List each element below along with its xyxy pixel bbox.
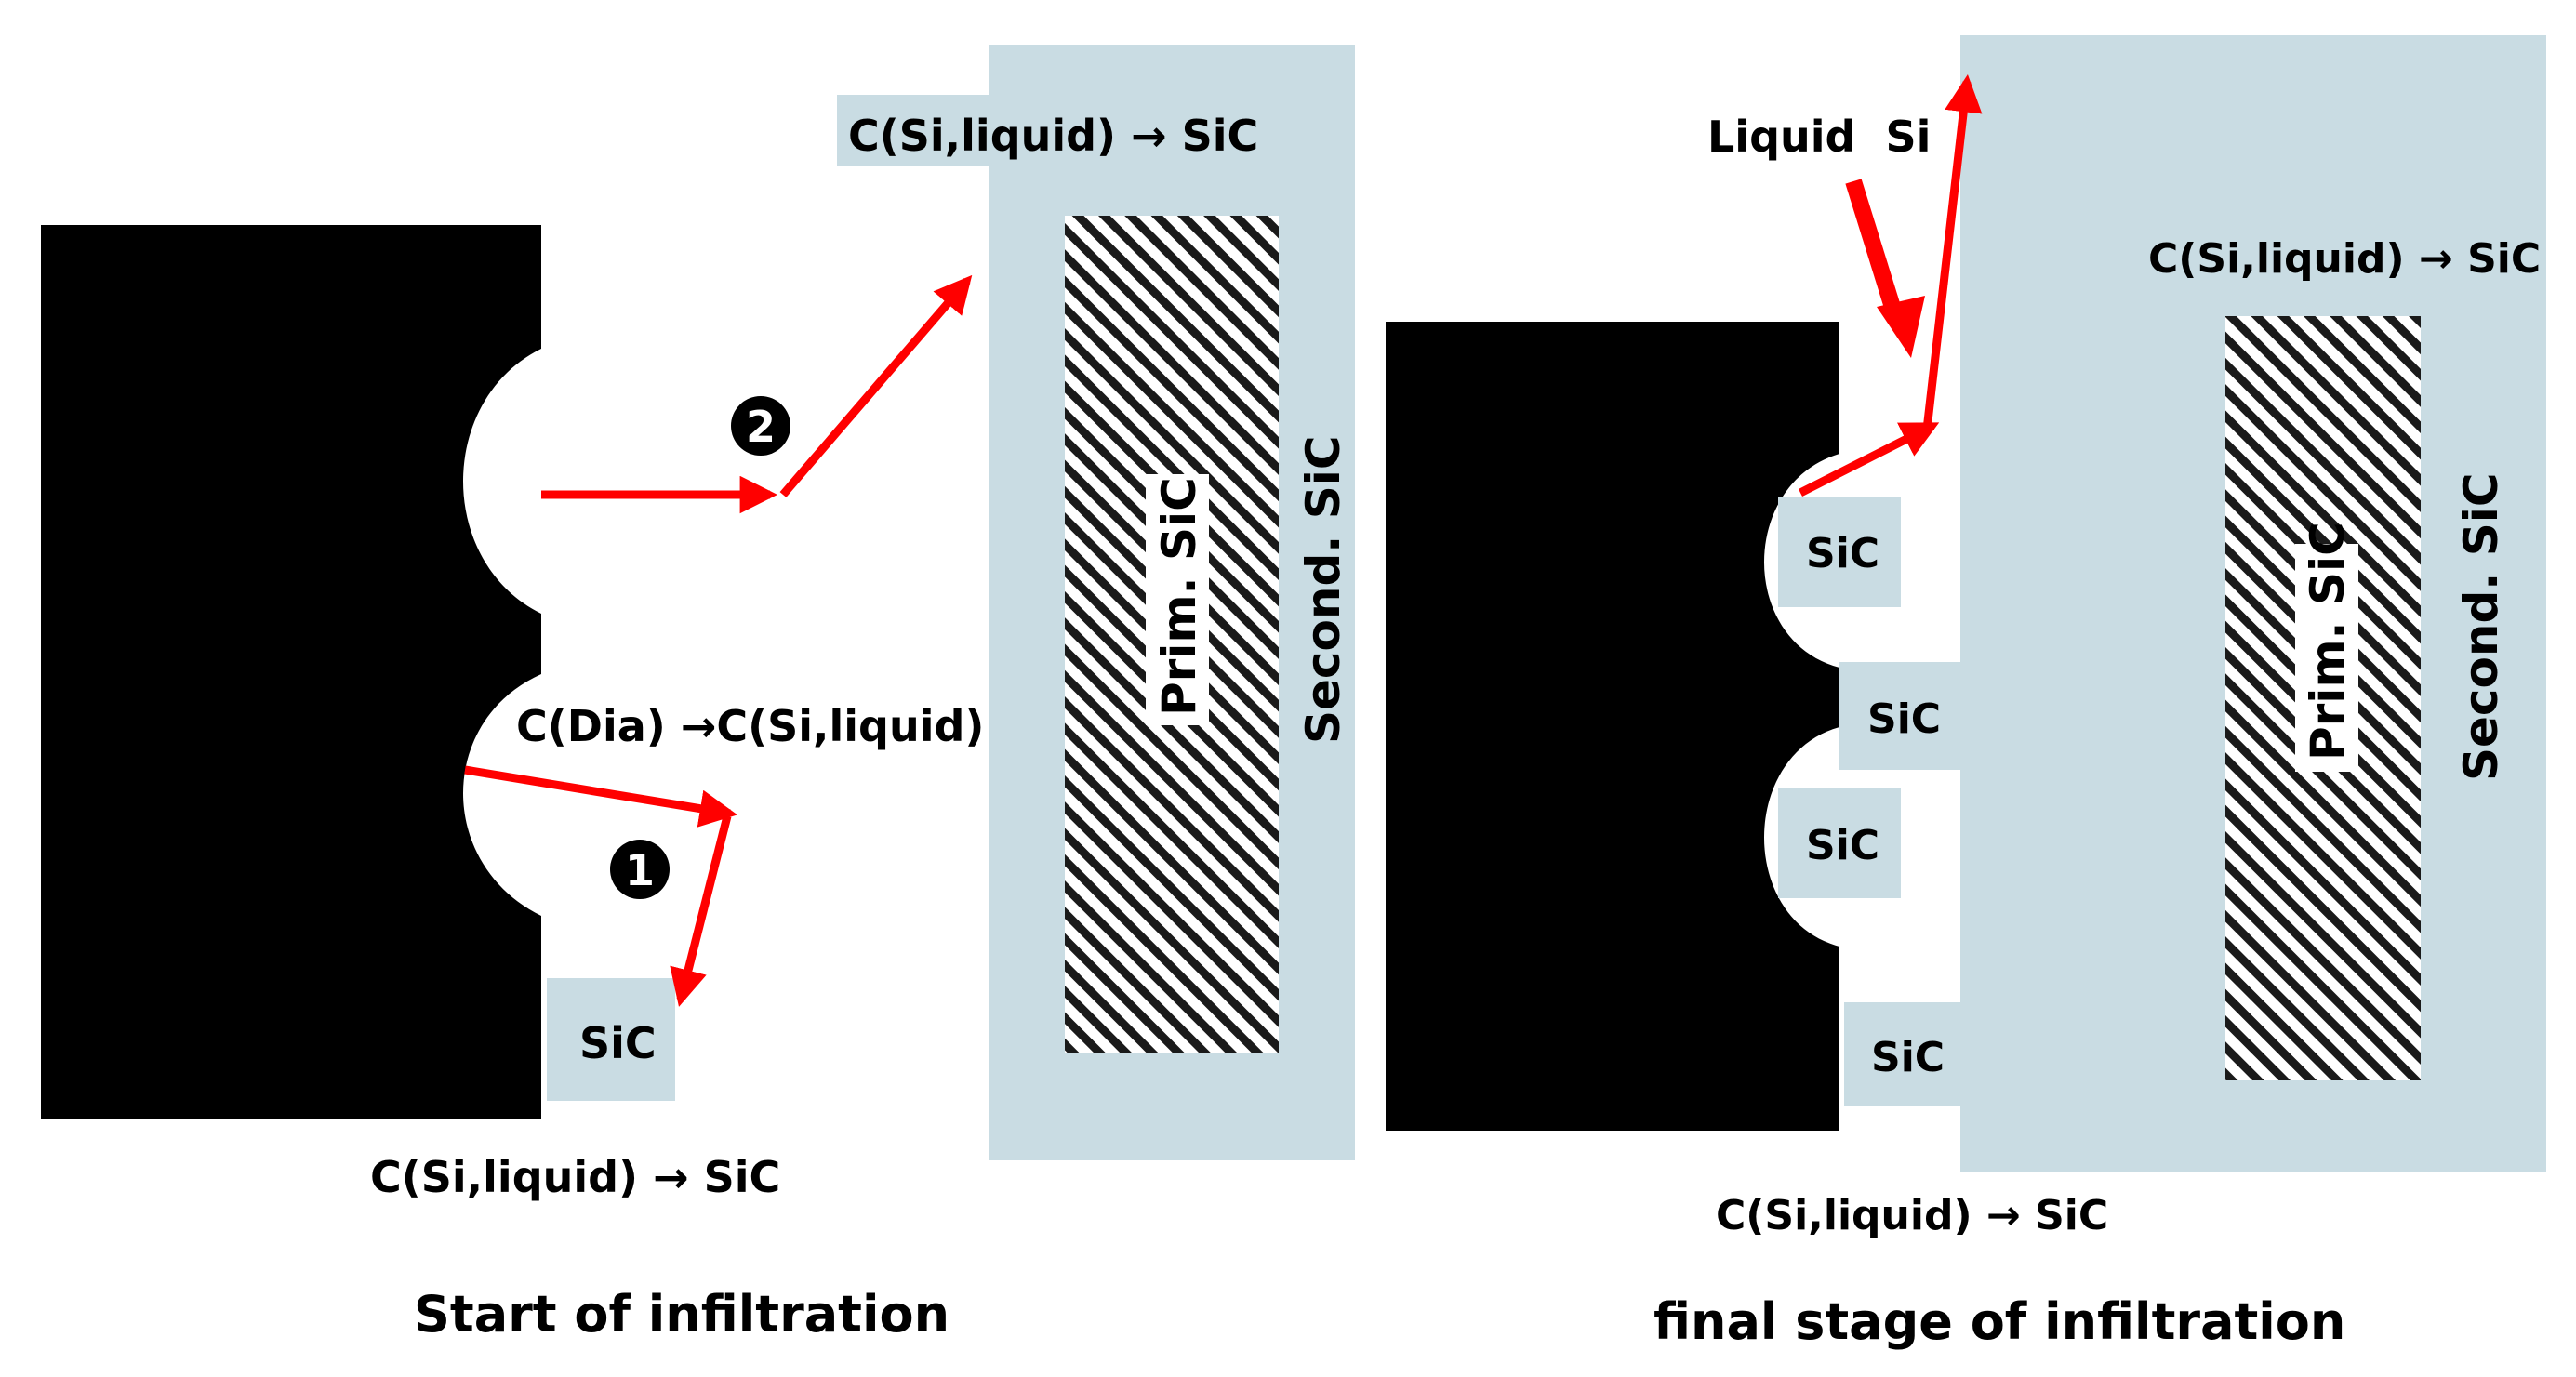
right-arrow-b: [1922, 73, 1983, 430]
left-sic-label: SiC: [579, 1018, 657, 1068]
right-sic-block-2: [1839, 662, 1960, 770]
right-bottom-reaction-label: C(Si,liquid) → SiC: [1716, 1192, 2108, 1239]
left-step-2-number: 2: [746, 402, 776, 452]
left-lower-pit: [463, 674, 541, 916]
left-step-2-marker: [731, 396, 790, 456]
right-arrow-a: [1798, 421, 1940, 497]
right-sic-block-4: [1844, 1002, 1960, 1106]
right-sic-label-2: SiC: [1867, 695, 1941, 743]
left-caption: Start of infiltration: [414, 1285, 949, 1344]
left-diamond-grain: [41, 225, 541, 1119]
left-second-sic-label: Second. SiC: [1296, 435, 1350, 744]
left-step-1-number: 1: [625, 845, 655, 895]
right-top-reaction-label: C(Si,liquid) → SiC: [2148, 235, 2541, 283]
right-panel: Prim. SiC Second. SiC C(Si,liquid) → SiC…: [1386, 35, 2546, 1351]
right-sic-block-3: [1778, 788, 1901, 898]
right-liquid-si-arrow-shaft: [1845, 179, 1904, 319]
right-caption: final stage of infiltration: [1653, 1292, 2345, 1351]
left-top-reaction-label: C(Si,liquid) → SiC: [848, 111, 1258, 161]
left-top-reaction-bg: [837, 95, 1283, 166]
left-sic-block: [547, 978, 675, 1101]
left-step-1-marker: [610, 840, 670, 899]
right-sic-label-1: SiC: [1806, 530, 1879, 577]
right-liquid-si-label: Liquid Si: [1707, 112, 1931, 162]
left-panel: C(Si,liquid) → SiC Prim. SiC Second. SiC…: [41, 45, 1355, 1344]
right-sic-block-1: [1778, 497, 1901, 607]
right-prim-sic-label-bg: [2295, 544, 2358, 772]
left-bottom-reaction-label: C(Si,liquid) → SiC: [370, 1152, 780, 1202]
left-arrow-1a: [464, 765, 737, 828]
left-upper-pit: [463, 349, 541, 614]
right-prim-sic-label: Prim. SiC: [2301, 522, 2355, 761]
right-sic-label-3: SiC: [1806, 822, 1879, 869]
left-prim-sic-label-bg: [1146, 474, 1209, 725]
left-arrow-1b: [670, 814, 732, 1007]
right-diamond-grain: [1386, 322, 1839, 1131]
left-prim-sic-label: Prim. SiC: [1152, 477, 1206, 716]
left-dia-reaction-label: C(Dia) →C(Si,liquid): [516, 701, 984, 751]
left-arrow-2b: [779, 274, 973, 497]
right-sic-label-4: SiC: [1871, 1034, 1945, 1081]
right-liquid-si-arrow-head: [1877, 296, 1925, 358]
right-second-sic-label: Second. SiC: [2454, 472, 2508, 781]
